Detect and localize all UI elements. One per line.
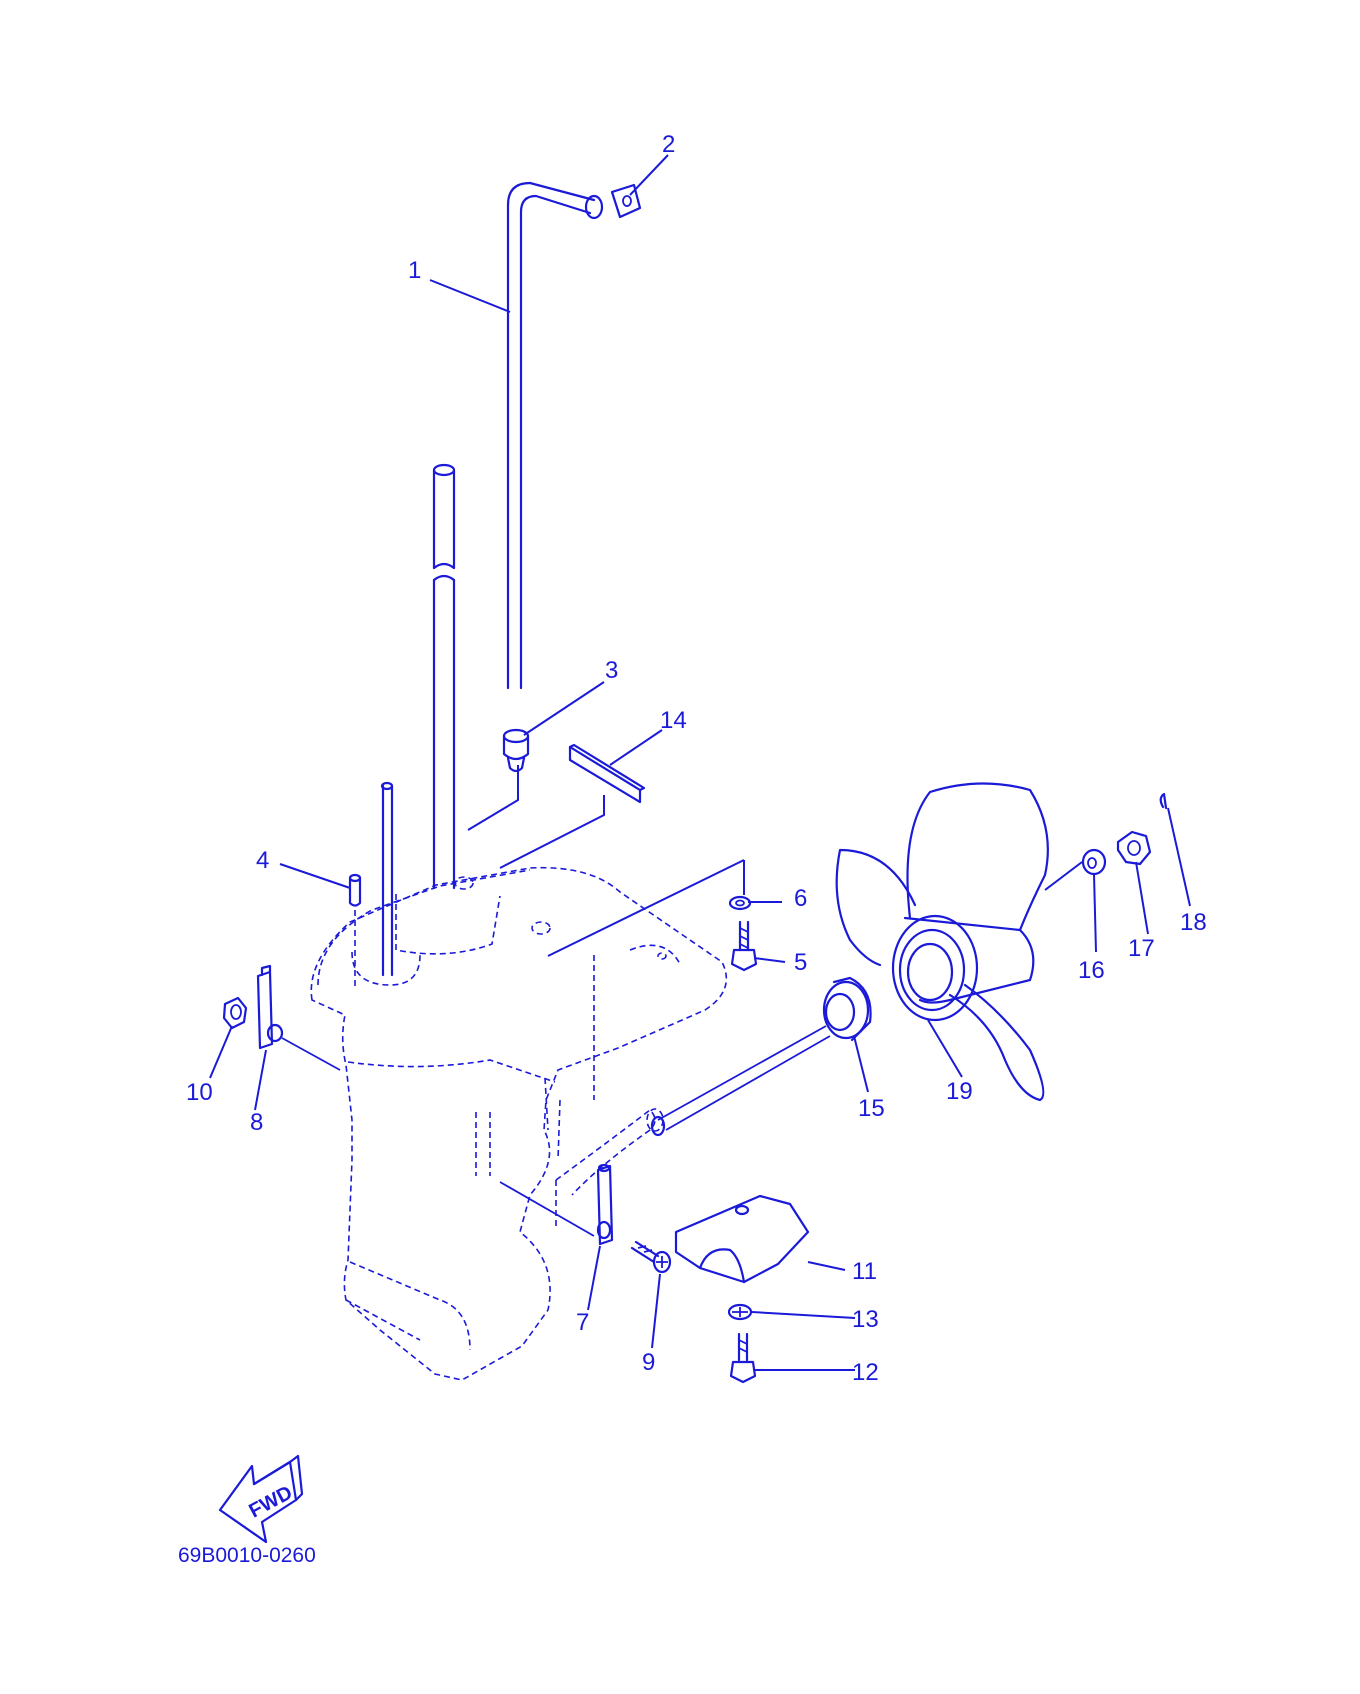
callout-8: 8 — [250, 1109, 263, 1136]
callout-13: 13 — [852, 1306, 879, 1333]
part-16-washer[interactable] — [1081, 848, 1107, 876]
part-3-seal[interactable] — [502, 728, 530, 773]
part-8-anode[interactable] — [256, 964, 341, 1071]
fwd-arrow-icon: FWD — [218, 1454, 304, 1544]
shift-rod — [380, 781, 394, 977]
part-7-anode[interactable] — [499, 1163, 614, 1246]
callout-11: 11 — [852, 1258, 877, 1285]
callout-7: 7 — [576, 1309, 589, 1336]
drive-shaft — [432, 463, 456, 890]
part-6-washer[interactable] — [728, 895, 752, 911]
callout-labels: 1 2 3 4 5 6 7 8 9 10 11 12 13 14 15 16 1… — [186, 131, 1207, 1386]
callout-17: 17 — [1128, 935, 1155, 962]
callout-1: 1 — [408, 257, 421, 284]
callout-5: 5 — [794, 949, 807, 976]
part-18-cotter-pin[interactable] — [1159, 792, 1168, 810]
part-11-trim-tab[interactable] — [674, 1194, 810, 1284]
callout-4: 4 — [256, 847, 269, 874]
part-12-bolt[interactable] — [729, 1332, 757, 1384]
callout-19: 19 — [946, 1078, 973, 1105]
leader-lines — [209, 154, 1191, 1371]
callout-15: 15 — [858, 1095, 885, 1122]
callout-14: 14 — [660, 707, 687, 734]
part-4-dowel-pin[interactable] — [348, 873, 362, 907]
callout-18: 18 — [1180, 909, 1207, 936]
part-13-washer[interactable] — [727, 1303, 753, 1321]
part-17-nut[interactable] — [1116, 830, 1152, 866]
drawing-code: 69B0010-0260 — [178, 1544, 316, 1567]
callout-12: 12 — [852, 1359, 879, 1386]
part-14-plate[interactable] — [568, 743, 646, 804]
callout-16: 16 — [1078, 957, 1105, 984]
callout-3: 3 — [605, 657, 618, 684]
alignment-lines — [354, 910, 595, 1100]
part-19-propeller[interactable] — [835, 782, 1049, 1102]
callout-9: 9 — [642, 1349, 655, 1376]
callout-2: 2 — [662, 131, 675, 158]
propeller-shaft — [650, 1025, 831, 1137]
callout-6: 6 — [794, 885, 807, 912]
part-9-screw[interactable] — [630, 1240, 672, 1274]
part-10-nut[interactable] — [222, 996, 248, 1030]
callout-10: 10 — [186, 1079, 213, 1106]
part-2-grommet[interactable] — [610, 183, 642, 219]
part-15-thrust-holder[interactable] — [822, 976, 872, 1042]
part-1-water-tube[interactable] — [506, 181, 604, 690]
part-5-bolt[interactable] — [730, 920, 758, 972]
lower-case-housing — [310, 866, 727, 1381]
